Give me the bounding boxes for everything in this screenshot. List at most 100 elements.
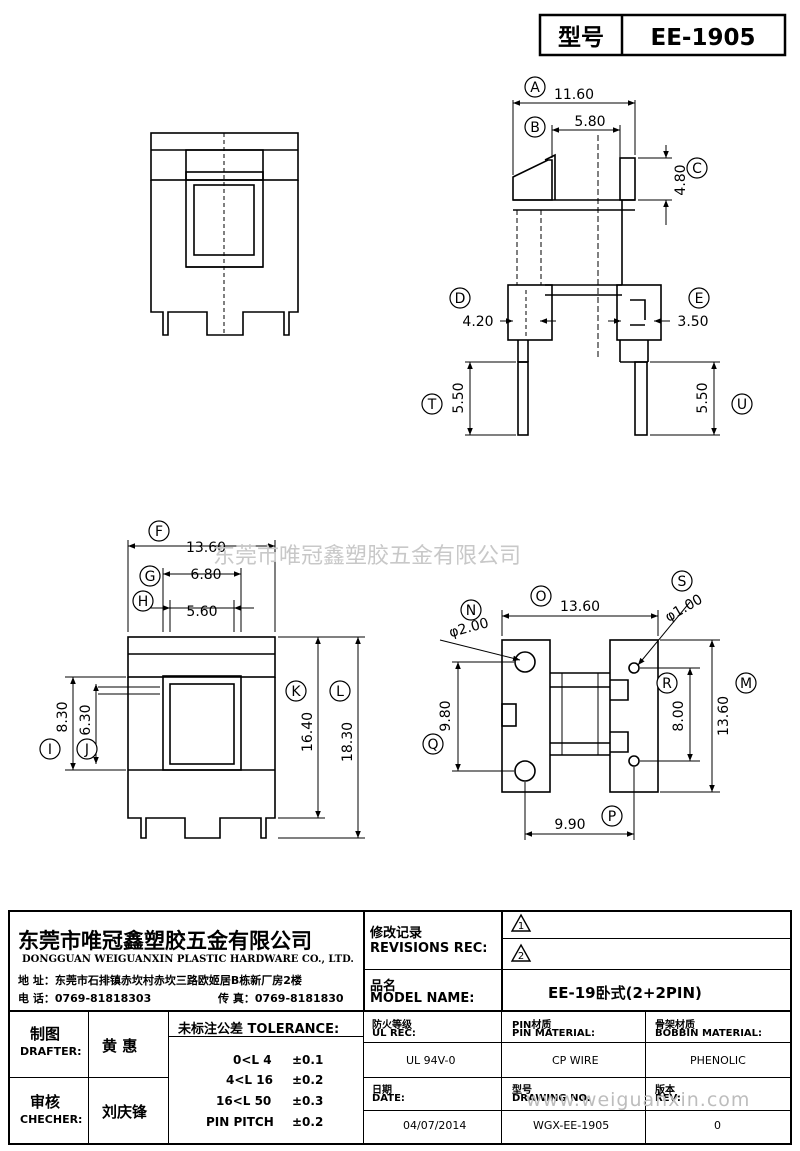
ul-value: UL 94V-0 xyxy=(406,1054,456,1067)
svg-text:D: D xyxy=(455,291,466,307)
dim-C: 4.80 xyxy=(673,164,689,195)
dim-G: 6.80 xyxy=(190,567,221,583)
dim-O: 13.60 xyxy=(560,599,600,615)
model-label-cn: 品名 xyxy=(370,979,397,994)
callout-J: J xyxy=(76,738,98,760)
dim-B: 5.80 xyxy=(574,114,605,130)
dim-H: 5.60 xyxy=(186,604,217,620)
drafter-label-cn: 制图 xyxy=(30,1025,61,1043)
dim-I: 8.30 xyxy=(55,701,71,732)
technical-drawing: 型号 EE-1905 xyxy=(39,13,787,840)
callout-B: B xyxy=(524,116,546,138)
rev-value: 0 xyxy=(714,1119,721,1132)
svg-text:K: K xyxy=(291,684,301,700)
tolerance-value: ±0.3 xyxy=(292,1094,324,1108)
svg-text:O: O xyxy=(535,589,546,605)
dim-R: 8.00 xyxy=(671,700,687,731)
dim-M: 13.60 xyxy=(716,696,732,736)
callout-H: H xyxy=(132,590,154,612)
callout-K: K xyxy=(285,680,307,702)
revision-triangle-icon: 2 xyxy=(510,943,532,962)
pin-hole xyxy=(514,760,536,782)
svg-text:S: S xyxy=(678,574,687,590)
front-view-bottom-callouts: F G H I J K L xyxy=(39,520,351,760)
side-view-dim-text: 11.60 5.80 4.80 4.20 3.50 5.50 5.50 xyxy=(451,87,711,414)
callout-M: M xyxy=(735,672,757,694)
svg-text:N: N xyxy=(466,603,476,619)
drawing-no-label-en: DRAWING NO. xyxy=(512,1093,591,1104)
svg-text:H: H xyxy=(138,594,149,610)
callout-I: I xyxy=(39,738,61,760)
callout-R: R xyxy=(656,672,678,694)
rev-label-en: REV: xyxy=(655,1093,681,1104)
callout-A: A xyxy=(524,76,546,98)
callout-P: P xyxy=(601,805,623,827)
tolerance-range: 4<L 16 xyxy=(226,1073,273,1087)
tolerance-range: PIN PITCH xyxy=(206,1115,274,1129)
checker-label-en: CHECHER: xyxy=(20,1113,83,1126)
front-view-bottom xyxy=(98,636,276,839)
rev-label-cn: 版本 xyxy=(655,1085,675,1096)
callout-F: F xyxy=(148,520,170,542)
side-view-callouts: A B C D E T U xyxy=(421,76,753,415)
front-view-bottom-dims xyxy=(65,540,365,839)
side-view-top xyxy=(507,135,662,436)
revisions-label-cn: 修改记录 xyxy=(370,926,423,941)
dim-P: 9.90 xyxy=(554,817,585,833)
pin-material-label-en: PIN MATERIAL: xyxy=(512,1028,595,1039)
svg-text:B: B xyxy=(530,120,540,136)
drawing-no-value: WGX-EE-1905 xyxy=(533,1119,610,1132)
svg-text:L: L xyxy=(336,684,344,700)
bobbin-material-label-en: BOBBIN MATERIAL: xyxy=(655,1028,763,1039)
callout-G: G xyxy=(139,565,161,587)
svg-text:T: T xyxy=(427,397,437,413)
tolerance-value: ±0.2 xyxy=(292,1115,324,1129)
callout-S: S xyxy=(671,570,693,592)
date-value: 04/07/2014 xyxy=(403,1119,467,1132)
date-label-en: DATE: xyxy=(372,1093,405,1104)
pin-view-dim-text: 13.60 φ2.00 φ1.00 13.60 8.00 9.80 9.90 xyxy=(438,592,732,833)
svg-text:G: G xyxy=(145,569,156,585)
callout-O: O xyxy=(530,585,552,607)
dim-L: 18.30 xyxy=(340,722,356,762)
pin-view xyxy=(501,639,659,793)
drafter-name: 黄 惠 xyxy=(102,1037,138,1055)
tolerance-value: ±0.1 xyxy=(292,1053,324,1067)
svg-text:F: F xyxy=(155,524,163,540)
callout-T: T xyxy=(421,393,443,415)
svg-text:1: 1 xyxy=(518,921,524,932)
svg-text:I: I xyxy=(48,742,52,758)
dim-S: φ1.00 xyxy=(662,592,705,626)
dim-Q: 9.80 xyxy=(438,700,454,731)
pin-hole xyxy=(628,755,640,767)
header-box: 型号 EE-1905 xyxy=(538,13,787,57)
pin-hole xyxy=(628,662,640,674)
company-name-en: DONGGUAN WEIGUANXIN PLASTIC HARDWARE CO.… xyxy=(22,954,354,965)
callout-L: L xyxy=(329,680,351,702)
pin-material-value: CP WIRE xyxy=(552,1054,599,1067)
dim-E: 3.50 xyxy=(677,314,708,330)
dim-A: 11.60 xyxy=(554,87,594,103)
side-view-dims xyxy=(465,100,720,436)
dim-D: 4.20 xyxy=(462,314,493,330)
company-name-cn: 东莞市唯冠鑫塑胶五金有限公司 xyxy=(18,929,312,953)
tolerance-label: 未标注公差 TOLERANCE: xyxy=(178,1022,340,1037)
drawing-no-label-cn: 型号 xyxy=(512,1085,532,1096)
ul-label-cn: 防火等级 xyxy=(372,1020,412,1031)
checker-label-cn: 审核 xyxy=(30,1093,61,1111)
front-view-bottom-dim-text: 13.60 6.80 5.60 8.30 6.30 16.40 18.30 xyxy=(55,540,356,762)
svg-text:J: J xyxy=(84,742,89,758)
svg-text:E: E xyxy=(695,291,704,307)
bobbin-material-value: PHENOLIC xyxy=(690,1054,746,1067)
dim-K: 16.40 xyxy=(300,712,316,752)
svg-text:U: U xyxy=(737,397,747,413)
svg-text:Q: Q xyxy=(427,737,438,753)
revision-triangle-icon: 1 xyxy=(510,913,532,932)
date-label-cn: 日期 xyxy=(372,1085,392,1096)
pin-view-callouts: O N S R M Q P xyxy=(422,570,757,827)
tolerance-range: 16<L 50 xyxy=(216,1094,272,1108)
svg-text:A: A xyxy=(530,80,540,96)
dim-U: 5.50 xyxy=(695,382,711,413)
callout-D: D xyxy=(449,287,471,309)
pin-material-label-cn: PIN材质 xyxy=(512,1020,552,1031)
